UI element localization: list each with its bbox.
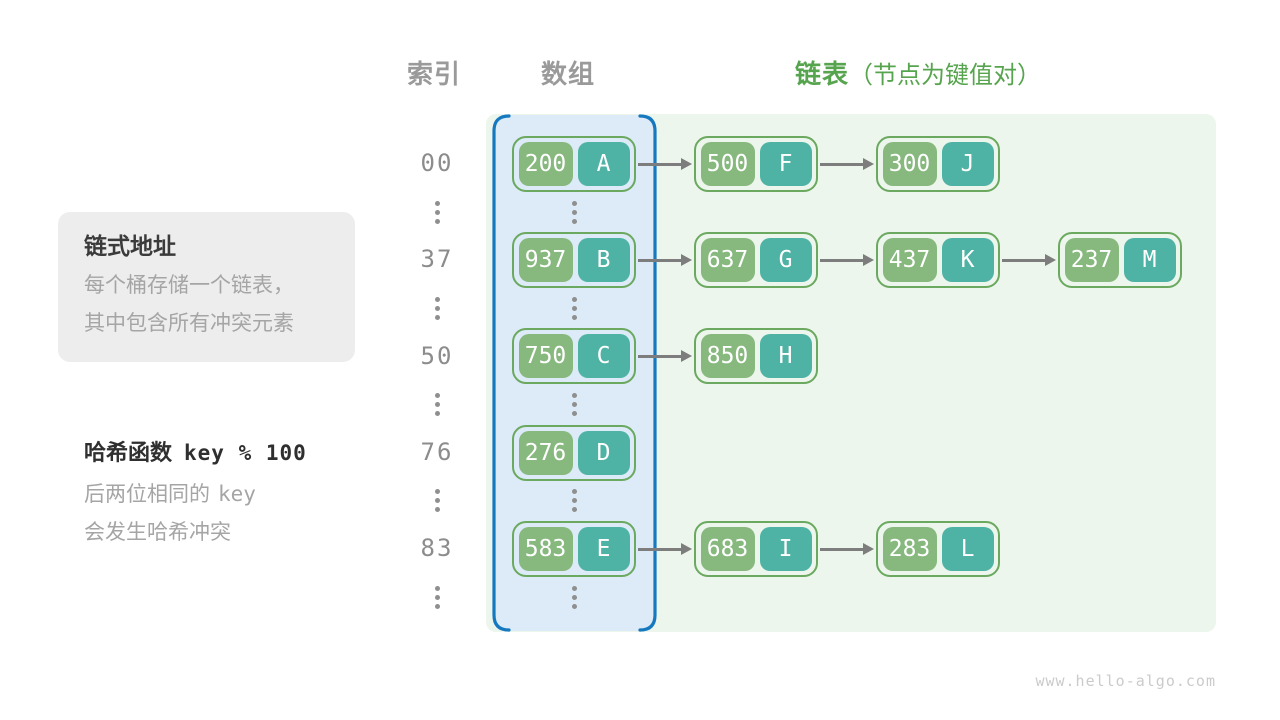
array-column-header: 数组 — [540, 59, 595, 89]
value-pill: H — [759, 334, 812, 378]
bucket-index-label: 83 — [420, 534, 454, 562]
key-pill: 300 — [882, 142, 937, 186]
kv-node: 200 A — [512, 136, 636, 192]
next-pointer-arrow — [638, 543, 692, 555]
ellipsis-dots — [571, 201, 577, 224]
kv-node: 683 I — [694, 521, 818, 577]
key-pill: 276 — [518, 431, 573, 475]
index-column-header: 索引 — [406, 59, 461, 89]
kv-node: 500 F — [694, 136, 818, 192]
key-pill: 500 — [700, 142, 755, 186]
chaining-info-line1: 每个桶存储一个链表， — [84, 274, 294, 297]
hash-note-line2: 会发生哈希冲突 — [84, 521, 231, 544]
value-pill: K — [941, 238, 994, 282]
value-pill: D — [577, 431, 630, 475]
next-pointer-arrow — [1002, 254, 1056, 266]
bucket-index-label: 76 — [420, 438, 454, 466]
kv-node: 237 M — [1058, 232, 1182, 288]
hash-note-line1-code: key — [218, 482, 256, 506]
hash-function-formula: key % 100 — [184, 441, 307, 465]
value-pill: M — [1123, 238, 1176, 282]
ellipsis-dots — [434, 393, 440, 416]
value-pill: G — [759, 238, 812, 282]
key-pill: 750 — [518, 334, 573, 378]
key-pill: 437 — [882, 238, 937, 282]
watermark: www.hello-algo.com — [1035, 672, 1216, 690]
kv-node: 750 C — [512, 328, 636, 384]
kv-node: 437 K — [876, 232, 1000, 288]
kv-node: 637 G — [694, 232, 818, 288]
value-pill: A — [577, 142, 630, 186]
value-pill: C — [577, 334, 630, 378]
next-pointer-arrow — [820, 254, 874, 266]
ellipsis-dots — [571, 489, 577, 512]
ellipsis-dots — [571, 586, 577, 609]
chaining-info-line2: 其中包含所有冲突元素 — [84, 312, 294, 335]
kv-node: 283 L — [876, 521, 1000, 577]
value-pill: E — [577, 527, 630, 571]
ellipsis-dots — [434, 201, 440, 224]
bucket-index-label: 00 — [420, 149, 454, 177]
key-pill: 850 — [700, 334, 755, 378]
list-column-header: 链表（节点为键值对） — [795, 54, 1041, 91]
value-pill: B — [577, 238, 630, 282]
key-pill: 283 — [882, 527, 937, 571]
key-pill: 937 — [518, 238, 573, 282]
hash-function-title: 哈希函数 key % 100 — [84, 435, 307, 467]
array-bracket — [492, 114, 657, 632]
hash-note-line1-text: 后两位相同的 — [84, 483, 210, 506]
chaining-info-box — [58, 212, 355, 362]
kv-node: 300 J — [876, 136, 1000, 192]
hash-note-line1: 后两位相同的 key — [84, 478, 256, 508]
key-pill: 583 — [518, 527, 573, 571]
list-header-label: 链表 — [795, 59, 850, 89]
key-pill: 683 — [700, 527, 755, 571]
list-header-note: （节点为键值对） — [849, 62, 1042, 89]
chaining-info-title: 链式地址 — [84, 233, 176, 259]
next-pointer-arrow — [638, 350, 692, 362]
kv-node: 583 E — [512, 521, 636, 577]
bucket-index-label: 37 — [420, 245, 454, 273]
next-pointer-arrow — [638, 254, 692, 266]
kv-node: 276 D — [512, 425, 636, 481]
bucket-index-label: 50 — [420, 342, 454, 370]
value-pill: I — [759, 527, 812, 571]
next-pointer-arrow — [820, 543, 874, 555]
value-pill: L — [941, 527, 994, 571]
value-pill: J — [941, 142, 994, 186]
ellipsis-dots — [571, 297, 577, 320]
next-pointer-arrow — [820, 158, 874, 170]
hash-function-label: 哈希函数 — [84, 440, 173, 465]
key-pill: 200 — [518, 142, 573, 186]
kv-node: 937 B — [512, 232, 636, 288]
key-pill: 237 — [1064, 238, 1119, 282]
kv-node: 850 H — [694, 328, 818, 384]
ellipsis-dots — [571, 393, 577, 416]
next-pointer-arrow — [638, 158, 692, 170]
key-pill: 637 — [700, 238, 755, 282]
ellipsis-dots — [434, 489, 440, 512]
ellipsis-dots — [434, 297, 440, 320]
value-pill: F — [759, 142, 812, 186]
ellipsis-dots — [434, 586, 440, 609]
